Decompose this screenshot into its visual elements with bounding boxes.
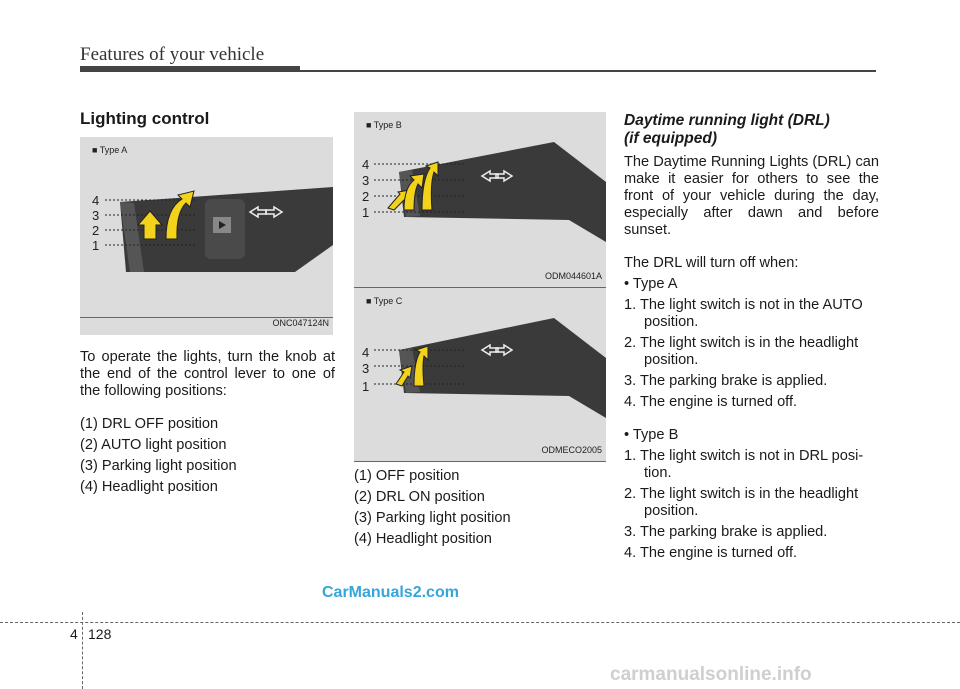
position-number: 2 — [362, 189, 370, 204]
figure-code: ODMECO2005 — [541, 445, 602, 455]
section-heading: Lighting control — [80, 109, 210, 128]
list-item: (3) Parking light position — [80, 458, 237, 474]
list-item: (4) Headlight position — [80, 479, 218, 495]
arrow-up-small-icon — [136, 210, 164, 240]
left-column: Lighting control ■ Type A 4 3 2 1 ONC047… — [80, 110, 335, 500]
list-item: 3. The parking brake is applied. — [624, 373, 828, 389]
list-item: (1) DRL OFF position — [80, 416, 219, 432]
position-number: 1 — [92, 238, 100, 253]
middle-column: ■ Type B 4 3 2 1 ODM044601A ■ Type C — [354, 112, 609, 552]
header-rule-thin — [300, 70, 876, 72]
figure-code-rule — [354, 287, 606, 288]
header-title: Features of your vehicle — [80, 44, 265, 65]
watermark: carmanualsonline.info — [610, 664, 812, 685]
figure-code-rule — [354, 461, 606, 462]
position-number: 4 — [92, 193, 100, 208]
figure-code: ONC047124N — [272, 318, 329, 328]
drl-off-intro: The DRL will turn off when: — [624, 255, 799, 271]
arrow-right-icon — [495, 343, 514, 357]
position-number: 3 — [362, 361, 370, 376]
list-item: 4. The engine is turned off. — [624, 394, 798, 410]
list-item: (2) AUTO light position — [80, 437, 227, 453]
drl-paragraph: The Daytime Running Lights (DRL) can mak… — [624, 154, 879, 238]
list-item: (4) Headlight position — [354, 531, 492, 547]
arrow-small-icon — [395, 365, 413, 387]
figure-tag: ■ Type B — [366, 120, 402, 130]
figure-code: ODM044601A — [544, 271, 602, 281]
arrow-right-icon — [265, 205, 284, 219]
figure-tag: ■ Type A — [92, 145, 128, 155]
footer-divider — [82, 612, 83, 689]
lever-illustration-b — [374, 142, 606, 242]
figure-tag: ■ Type C — [366, 296, 403, 306]
drl-heading-line1: Daytime running light (DRL) — [624, 112, 830, 129]
chapter-number: 4 — [70, 626, 78, 642]
list-item: (1) OFF position — [354, 468, 460, 484]
arrow-curved-icon — [413, 345, 429, 387]
watermark-link[interactable]: CarManuals2.com — [322, 584, 459, 601]
list-item: 4. The engine is turned off. — [624, 545, 798, 561]
arrow-curved-icon — [165, 190, 195, 240]
drl-heading-line2: (if equipped) — [624, 130, 717, 147]
type-a-label: • Type A — [624, 276, 678, 292]
list-item: 2. The light switch is in the headlight … — [624, 335, 859, 368]
footer-rule — [0, 622, 960, 623]
lever-illustration-c — [374, 318, 606, 418]
drl-heading: Daytime running light (DRL) (if equipped… — [624, 112, 879, 148]
list-item: 1. The light switch is not in DRL posi- … — [624, 448, 864, 481]
intro-paragraph: To operate the lights, turn the knob at … — [80, 349, 335, 399]
position-number: 3 — [362, 173, 370, 188]
position-number: 4 — [362, 157, 370, 172]
list-item: 3. The parking brake is applied. — [624, 524, 828, 540]
position-number: 1 — [362, 379, 370, 394]
list-item: (3) Parking light position — [354, 510, 511, 526]
list-item: (2) DRL ON position — [354, 489, 485, 505]
arrow-curved-large-icon — [421, 161, 439, 211]
arrow-left-icon — [480, 343, 499, 357]
header-rule — [80, 66, 300, 72]
lever-illustration-a — [105, 187, 333, 272]
figure-type-b: ■ Type B 4 3 2 1 ODM044601A — [354, 112, 606, 288]
page-number: 128 — [88, 626, 112, 642]
figure-type-c: ■ Type C 4 3 1 ODMECO2005 — [354, 288, 606, 462]
figure-type-a: ■ Type A 4 3 2 1 ONC047124N — [80, 137, 333, 335]
arrow-left-icon — [480, 169, 499, 183]
position-number: 4 — [362, 345, 370, 360]
position-number: 3 — [92, 208, 100, 223]
arrow-right-icon — [495, 169, 514, 183]
type-b-label: • Type B — [624, 427, 679, 443]
position-number: 2 — [92, 223, 100, 238]
position-number: 1 — [362, 205, 370, 220]
list-item: 1. The light switch is not in the AUTO p… — [624, 297, 863, 330]
right-column: Daytime running light (DRL) (if equipped… — [624, 112, 879, 566]
list-item: 2. The light switch is in the headlight … — [624, 486, 859, 519]
figure-code-rule — [80, 317, 333, 318]
arrow-curved-icon — [403, 173, 425, 211]
